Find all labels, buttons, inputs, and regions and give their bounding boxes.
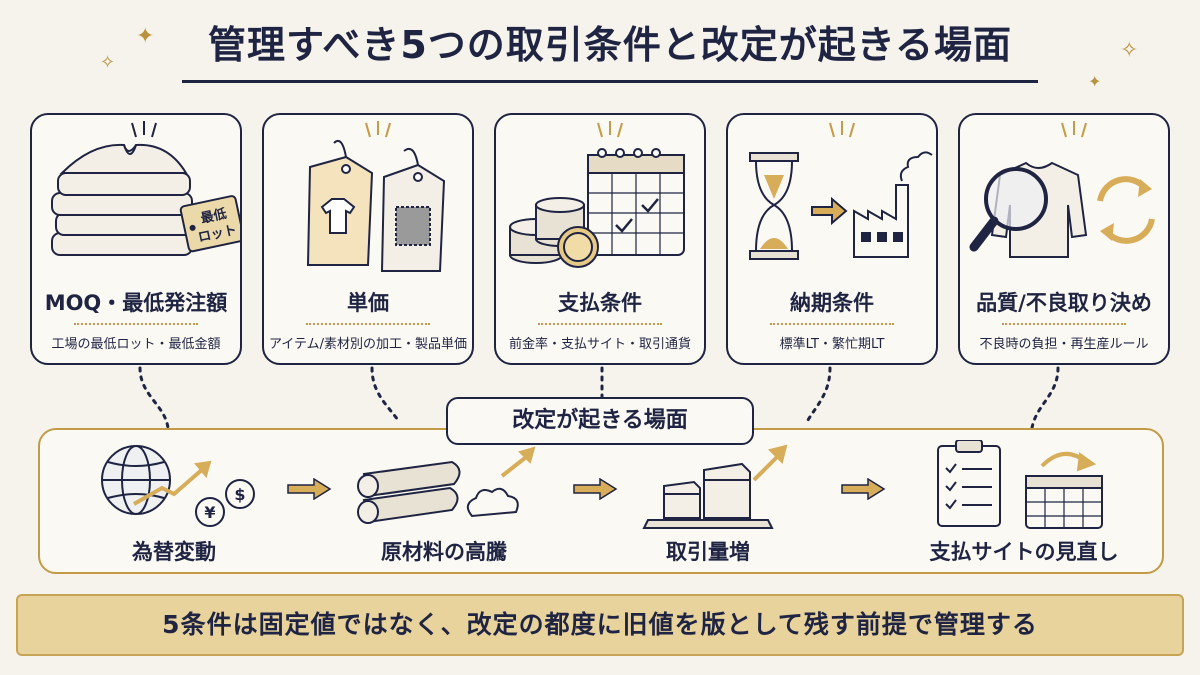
dotted-divider bbox=[1002, 323, 1126, 325]
price-tags-icon bbox=[306, 121, 446, 272]
sparkle-icon: ✧ bbox=[100, 52, 116, 73]
condition-label: 納期条件 bbox=[790, 291, 874, 315]
summary-banner: 5条件は固定値ではなく、改定の都度に旧値を版として残す前提で管理する bbox=[16, 594, 1184, 656]
condition-card-lead-time: 納期条件 標準LT・繁忙期LT bbox=[726, 113, 938, 365]
svg-text:$: $ bbox=[234, 485, 245, 504]
condition-desc: 工場の最低ロット・最低金額 bbox=[51, 337, 221, 352]
condition-card-unit-price: 単価 アイテム/素材別の加工・製品単価 bbox=[262, 113, 474, 365]
scene-material-cost: 原材料の高騰 bbox=[334, 440, 554, 570]
clipboard-calendar-icon bbox=[937, 440, 1103, 529]
title-underline bbox=[182, 80, 1038, 83]
fabric-rolls-icon bbox=[357, 446, 536, 524]
dotted-divider bbox=[770, 323, 894, 325]
condition-desc: 標準LT・繁忙期LT bbox=[779, 337, 885, 352]
dotted-divider bbox=[74, 323, 198, 325]
right-arrow-icon bbox=[287, 478, 332, 500]
scene-label: 為替変動 bbox=[132, 540, 216, 564]
condition-card-payment-terms: 支払条件 前金率・支払サイト・取引通貨 bbox=[494, 113, 706, 365]
sparkle-icon: ✧ bbox=[1120, 38, 1139, 63]
right-arrow-icon bbox=[841, 478, 886, 500]
scene-exchange-rate: ¥ $ 為替変動 bbox=[64, 440, 284, 570]
dotted-divider bbox=[306, 323, 430, 325]
sparkle-icon: ✦ bbox=[1088, 72, 1102, 91]
condition-desc: 前金率・支払サイト・取引通貨 bbox=[508, 337, 691, 352]
scene-label: 原材料の高騰 bbox=[381, 540, 507, 564]
svg-text:¥: ¥ bbox=[204, 503, 215, 522]
magnifier-sweater-icon bbox=[969, 121, 1155, 258]
revision-scenes-title: 改定が起きる場面 bbox=[446, 397, 754, 445]
dotted-divider bbox=[538, 323, 662, 325]
scene-payment-site-review: 支払サイトの見直し bbox=[914, 440, 1134, 570]
condition-label: 支払条件 bbox=[558, 291, 642, 315]
condition-card-moq: 最低 ロット MOQ・最低発注額 工場の最低ロット・最低金額 bbox=[30, 113, 242, 365]
sparkle-icon: ✦ bbox=[136, 24, 155, 49]
globe-currency-icon: ¥ $ bbox=[101, 445, 255, 527]
svg-text:最低: 最低 bbox=[199, 206, 228, 227]
boxes-growth-icon bbox=[642, 444, 788, 529]
scene-volume-increase: 取引量増 bbox=[598, 440, 818, 570]
coins-calendar-icon bbox=[509, 121, 685, 268]
right-arrow-icon bbox=[573, 478, 618, 500]
hourglass-factory-icon bbox=[749, 121, 933, 260]
folded-clothes-icon: 最低 ロット bbox=[51, 121, 240, 256]
condition-desc: アイテム/素材別の加工・製品単価 bbox=[268, 337, 468, 352]
page-title: 管理すべき5つの取引条件と改定が起きる場面 bbox=[207, 23, 1013, 67]
scene-label: 取引量増 bbox=[666, 540, 750, 564]
scene-label: 支払サイトの見直し bbox=[929, 540, 1119, 564]
condition-label: 単価 bbox=[347, 291, 389, 315]
condition-label: 品質/不良取り決め bbox=[976, 291, 1152, 315]
condition-desc: 不良時の負担・再生産ルール bbox=[979, 337, 1149, 352]
condition-label: MOQ・最低発注額 bbox=[44, 291, 228, 315]
condition-card-quality: 品質/不良取り決め 不良時の負担・再生産ルール bbox=[958, 113, 1170, 365]
